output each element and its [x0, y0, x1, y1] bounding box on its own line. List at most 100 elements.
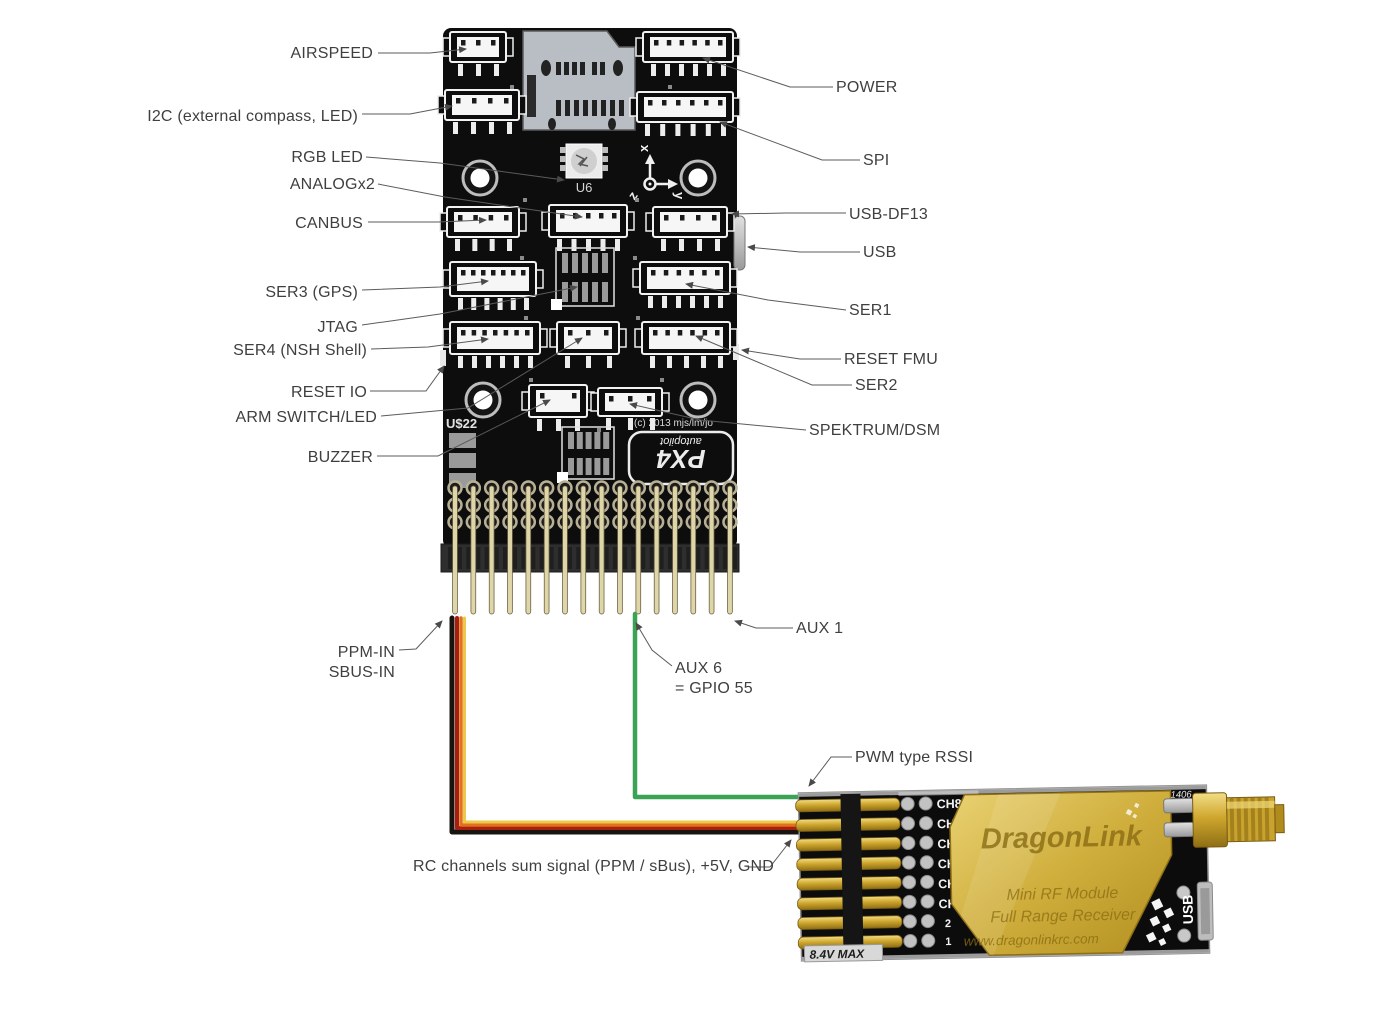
- label-analog: ANALOGx2: [289, 176, 375, 193]
- receiver-pad: [902, 914, 917, 929]
- header-pin: [727, 485, 733, 615]
- leader-line: [378, 46, 467, 54]
- label-aux6: AUX 6: [675, 660, 723, 677]
- leader-line: [377, 399, 551, 457]
- label-sbus-in: SBUS-IN: [328, 664, 395, 681]
- rgb-led: U6: [560, 143, 608, 195]
- receiver-line1: Mini RF Module: [1006, 885, 1118, 904]
- spi-connector: [629, 91, 741, 136]
- receiver-pad: [901, 855, 916, 870]
- header-pin: [525, 485, 532, 615]
- wire: [455, 616, 806, 830]
- reset-fmu-edge-mark: [733, 344, 739, 360]
- ser1-connector: [632, 261, 738, 308]
- via: [635, 198, 639, 202]
- buzzer-connector: [521, 384, 595, 431]
- dragonlink-logo-mark: [1145, 898, 1175, 946]
- receiver-pad: [902, 875, 917, 890]
- usb-edge-connector: [733, 215, 746, 271]
- airspeed-connector: [442, 31, 514, 76]
- leader-line: [635, 622, 673, 667]
- sd-card-slot: [522, 30, 636, 131]
- label-aux6-gpio: = GPIO 55: [675, 680, 753, 697]
- receiver-url: www.dragonlinkrc.com: [964, 931, 1099, 949]
- label-rgb-led: RGB LED: [291, 149, 363, 166]
- channel-label: 1: [945, 936, 951, 948]
- receiver-line2: Full Range Receiver: [990, 906, 1136, 926]
- leader-line: [362, 103, 453, 115]
- receiver-pad: [920, 874, 935, 889]
- ser2-connector: [634, 321, 738, 368]
- label-power: POWER: [836, 79, 898, 96]
- receiver-pad: [921, 933, 936, 948]
- label-spi: SPI: [863, 152, 890, 169]
- canbus-connector: [439, 206, 527, 251]
- leader-line: [695, 335, 852, 386]
- leader-line: [685, 281, 847, 311]
- dragonlink-receiver: CH8/RSSI CH7/PPM CH6 CH5 CH4 CH3 2 1 Dra…: [795, 784, 1285, 963]
- leader-line: [365, 156, 565, 183]
- via: [597, 428, 601, 432]
- header-pin: [617, 485, 623, 615]
- jtag-pads-2: [557, 426, 615, 483]
- leader-line: [368, 216, 487, 224]
- header-pin: [672, 485, 678, 615]
- mounting-hole: [464, 381, 502, 419]
- via: [510, 85, 514, 89]
- leader-line: [361, 278, 489, 291]
- receiver-pad: [903, 934, 918, 949]
- receiver-pad: [919, 816, 934, 831]
- receiver-pad: [919, 835, 934, 850]
- receiver-pad: [920, 894, 935, 909]
- header-pin: [452, 485, 458, 615]
- usb-df13-connector: [645, 206, 735, 251]
- u22-silk: U$22: [446, 416, 477, 431]
- header-pin: [488, 485, 495, 615]
- leader-line: [361, 284, 578, 326]
- label-ser2: SER2: [855, 377, 898, 394]
- svg-text:8.4V MAX: 8.4V MAX: [809, 947, 865, 962]
- label-ser3: SER3 (GPS): [265, 284, 358, 301]
- via: [668, 85, 672, 89]
- leader-line: [377, 183, 583, 220]
- px4-board: U6 x y z U$22 (c) 2013 mjs/lm/jo: [437, 28, 746, 615]
- label-aux1: AUX 1: [796, 620, 844, 637]
- receiver-serial: 1406: [1170, 789, 1192, 800]
- mounting-hole: [679, 381, 717, 419]
- leader-line: [734, 619, 793, 629]
- receiver-brand: DragonLink: [980, 820, 1144, 855]
- via: [524, 316, 528, 320]
- label-rc-sum: RC channels sum signal (PPM / sBus), +5V…: [413, 858, 774, 875]
- leader-line: [702, 56, 833, 88]
- mounting-hole: [679, 159, 717, 197]
- via: [529, 378, 533, 382]
- label-usb-df13: USB-DF13: [849, 206, 928, 223]
- label-pwm-rssi: PWM type RSSI: [855, 749, 974, 766]
- receiver-wires: [449, 611, 809, 835]
- via: [633, 256, 637, 260]
- header-pin: [598, 485, 605, 615]
- usb-port: USB: [1179, 881, 1214, 941]
- sma-antenna-connector: [1163, 792, 1285, 848]
- label-jtag: JTAG: [317, 319, 358, 336]
- label-spektrum: SPEKTRUM/DSM: [809, 422, 941, 439]
- ser3-gps-connector: [442, 261, 544, 310]
- receiver-pad: [902, 894, 917, 909]
- header-pin: [690, 485, 697, 615]
- px4-logo: PX4 autopilot: [627, 430, 735, 486]
- leader-line: [747, 244, 860, 253]
- axis-y-silk: y: [672, 192, 687, 200]
- wing-sparkle-icon: [1125, 802, 1140, 819]
- via: [660, 378, 664, 382]
- header-pin: [543, 485, 550, 615]
- leader-line: [398, 620, 443, 651]
- u6-silk: U6: [576, 180, 593, 195]
- leader-line: [719, 121, 860, 161]
- receiver-pad: [920, 914, 935, 929]
- label-usb: USB: [863, 244, 897, 261]
- copyright-silk: (c) 2013 mjs/lm/jo: [634, 418, 713, 429]
- label-reset-io: RESET IO: [291, 384, 367, 401]
- leader-line: [741, 347, 841, 360]
- header-pin: [653, 485, 660, 615]
